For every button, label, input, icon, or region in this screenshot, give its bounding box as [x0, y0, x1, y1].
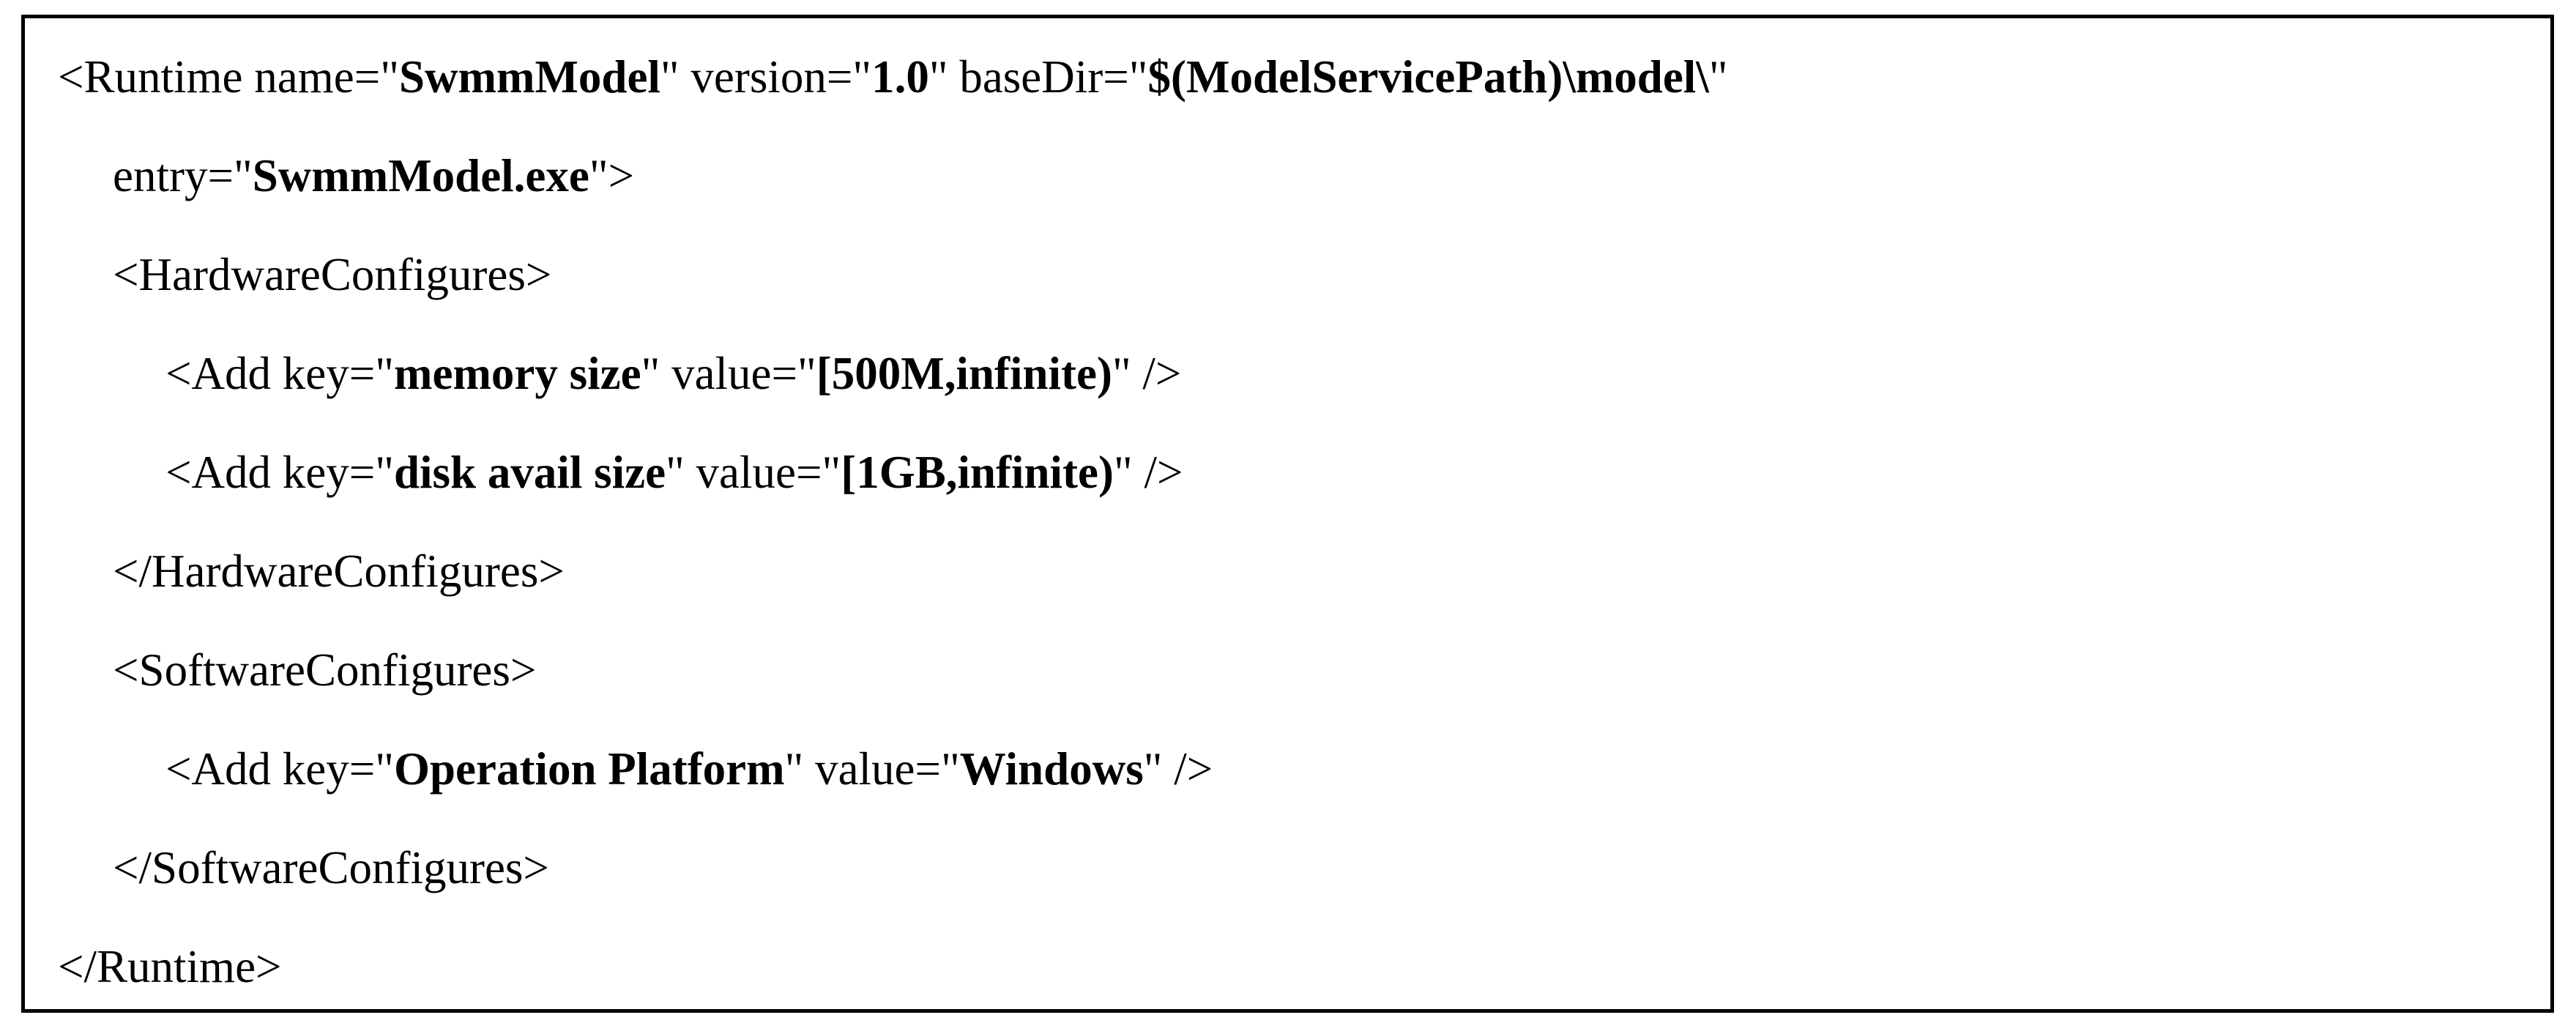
markup-token: <Add key= [165, 348, 376, 399]
code-line: <Add key="memory size" value="[500M,infi… [25, 324, 2550, 423]
code-line: </HardwareConfigures> [25, 522, 2550, 621]
markup-token: " [1128, 51, 1148, 103]
markup-token: </Runtime> [58, 941, 282, 992]
attribute-value: 1.0 [871, 51, 929, 103]
markup-token: " [660, 51, 680, 103]
attribute-value: SwmmModel.exe [252, 150, 589, 201]
markup-token: " [375, 447, 394, 498]
markup-token: " [589, 150, 608, 201]
markup-token: version= [679, 51, 853, 103]
markup-token: /> [1162, 743, 1213, 795]
markup-token: baseDir= [948, 51, 1129, 103]
code-line: entry="SwmmModel.exe"> [25, 127, 2550, 226]
markup-token: " [852, 51, 872, 103]
markup-token: " [941, 743, 960, 795]
attribute-value: [1GB,infinite) [841, 447, 1114, 498]
code-line: <Add key="Operation Platform" value="Win… [25, 720, 2550, 819]
attribute-value: Windows [959, 743, 1144, 795]
code-line: <HardwareConfigures> [25, 226, 2550, 324]
attribute-value: memory size [394, 348, 641, 399]
attribute-value: $(ModelServicePath)\model\ [1147, 51, 1709, 103]
markup-token: " [822, 447, 841, 498]
markup-token: value= [684, 447, 822, 498]
markup-token: " [1112, 348, 1131, 399]
markup-token: value= [803, 743, 942, 795]
attribute-value: [500M,infinite) [816, 348, 1112, 399]
attribute-value: Operation Platform [394, 743, 785, 795]
markup-token: " [797, 348, 816, 399]
markup-token: " [375, 743, 394, 795]
markup-token: <HardwareConfigures> [113, 249, 552, 300]
markup-token: " [1143, 743, 1163, 795]
code-line: <SoftwareConfigures> [25, 621, 2550, 720]
markup-token: " [641, 348, 660, 399]
markup-token: " [666, 447, 685, 498]
code-line: <Add key="disk avail size" value="[1GB,i… [25, 423, 2550, 522]
code-line: <Runtime name="SwmmModel" version="1.0" … [25, 28, 2550, 127]
markup-token: " [1113, 447, 1133, 498]
code-listing-box: <Runtime name="SwmmModel" version="1.0" … [21, 15, 2554, 1013]
attribute-value: disk avail size [394, 447, 666, 498]
code-line: </Runtime> [25, 918, 2550, 1016]
markup-token: value= [660, 348, 798, 399]
markup-token: > [608, 150, 635, 201]
markup-token: <SoftwareConfigures> [113, 644, 537, 696]
code-listing: <Runtime name="SwmmModel" version="1.0" … [25, 18, 2550, 1016]
markup-token: </SoftwareConfigures> [113, 842, 549, 893]
markup-token: /> [1132, 447, 1183, 498]
markup-token: " [1708, 51, 1728, 103]
markup-token: </HardwareConfigures> [113, 546, 565, 597]
markup-token: <Runtime name= [58, 51, 381, 103]
markup-token: <Add key= [165, 447, 376, 498]
attribute-value: SwmmModel [398, 51, 660, 103]
markup-token: " [928, 51, 948, 103]
code-line: </SoftwareConfigures> [25, 819, 2550, 918]
markup-token: " [375, 348, 394, 399]
markup-token: entry= [113, 150, 234, 201]
markup-token: " [784, 743, 804, 795]
markup-token: " [233, 150, 253, 201]
markup-token: <Add key= [165, 743, 376, 795]
markup-token: /> [1131, 348, 1182, 399]
markup-token: " [380, 51, 399, 103]
